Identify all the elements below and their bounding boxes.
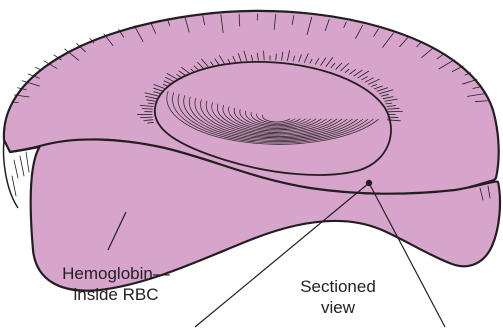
outer-rim-hatch-stroke [35, 67, 40, 70]
sectioned-view-label-line2: view [268, 297, 408, 318]
hemoglobin-label-line2: inside RBC [26, 284, 206, 305]
sectioned-view-label: Sectioned view [268, 276, 408, 318]
hemoglobin-label: Hemoglobin— inside RBC [26, 263, 206, 305]
hemoglobin-label-line1: Hemoglobin— [26, 263, 206, 284]
outer-rim-hatch-stroke [239, 14, 240, 26]
sectioned-view-label-line1: Sectioned [268, 276, 408, 297]
